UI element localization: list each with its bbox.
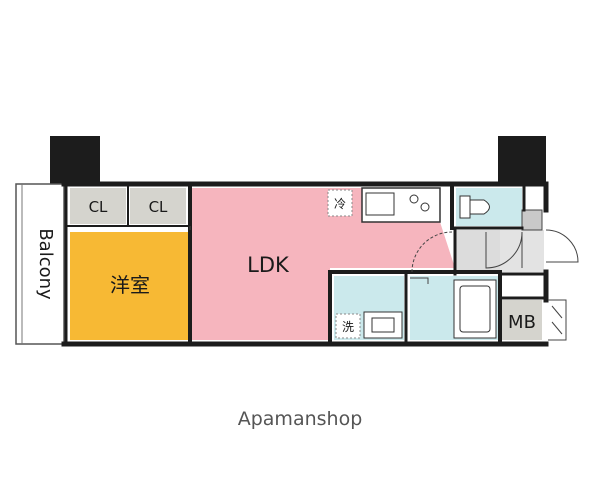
walls	[61, 181, 549, 347]
balcony-label: Balcony	[35, 228, 56, 300]
shoe-cabinet	[521, 209, 543, 231]
western-room	[70, 232, 188, 340]
fridge-space	[327, 189, 353, 217]
closet-right-label: CL	[149, 198, 168, 216]
western-room-label: 洋室	[110, 273, 150, 297]
balcony: Balcony	[15, 183, 65, 345]
wash-basin	[363, 311, 403, 339]
ldk-label: LDK	[247, 253, 290, 277]
toilet-icon	[459, 195, 490, 219]
closet-left	[70, 188, 126, 224]
washer-label: 洗	[342, 320, 354, 334]
bathtub-icon	[453, 279, 497, 339]
meter-box	[502, 300, 542, 340]
watermark-text: Apamanshop	[238, 408, 363, 430]
fridge-label: 冷	[334, 197, 346, 211]
closet-left-label: CL	[89, 198, 108, 216]
washer-space	[335, 313, 361, 339]
door-swings	[189, 226, 579, 341]
closet-right	[130, 188, 186, 224]
column-left	[50, 136, 100, 184]
meter-box-label: MB	[508, 312, 536, 333]
entry-hall	[456, 230, 502, 272]
ldk-room	[192, 188, 455, 340]
kitchen-counter	[361, 187, 441, 223]
column-right	[498, 136, 546, 184]
